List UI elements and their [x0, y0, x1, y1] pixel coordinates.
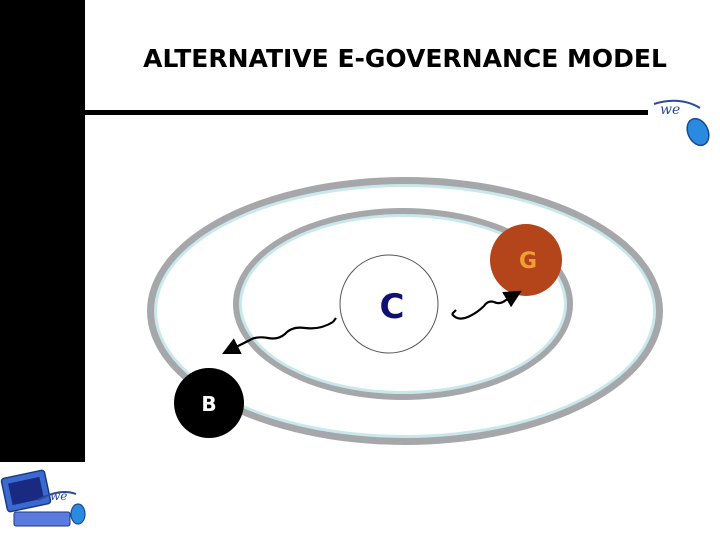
title-underline: [85, 110, 648, 115]
node-b: B: [174, 368, 244, 438]
slide-title: ALTERNATIVE E-GOVERNANCE MODEL: [143, 44, 667, 73]
connector-c-to-b-tail: [332, 317, 337, 323]
left-side-bar: [0, 0, 85, 462]
connector-c-to-g: [451, 290, 522, 320]
node-g: G: [490, 224, 562, 296]
web-mouse-logo-top: we: [653, 99, 710, 147]
node-c: C: [339, 254, 439, 354]
node-b-label: B: [201, 392, 216, 416]
logo-text-top: we: [660, 102, 680, 118]
node-c-label: C: [380, 287, 405, 327]
computer-logo-bottom: we: [0, 469, 86, 527]
connector-c-to-g-tail: [451, 309, 457, 315]
logo-text-bottom: we: [50, 489, 67, 503]
connector-c-to-b: [222, 321, 334, 354]
node-g-label: G: [519, 249, 537, 274]
